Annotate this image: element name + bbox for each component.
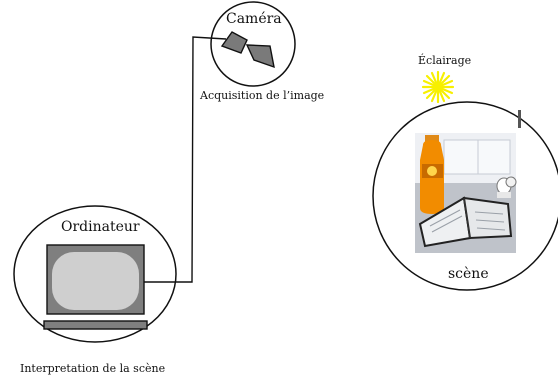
monitor-icon — [43, 244, 148, 330]
sun-icon — [421, 70, 455, 104]
scene-label: scène — [448, 266, 489, 282]
camera-computer-cable — [144, 36, 227, 283]
scene-photo — [415, 110, 521, 253]
computer-node-circle — [13, 205, 177, 343]
camera-node-circle — [210, 1, 296, 87]
computer-label: Ordinateur — [61, 219, 140, 235]
camera-label: Caméra — [226, 11, 282, 27]
camera-caption: Acquisition de l’image — [200, 89, 325, 102]
scene-node-circle — [372, 101, 558, 291]
video-camera-icon — [220, 31, 275, 69]
computer-caption: Interpretation de la scène — [20, 362, 166, 375]
lighting-label: Éclairage — [418, 54, 472, 67]
